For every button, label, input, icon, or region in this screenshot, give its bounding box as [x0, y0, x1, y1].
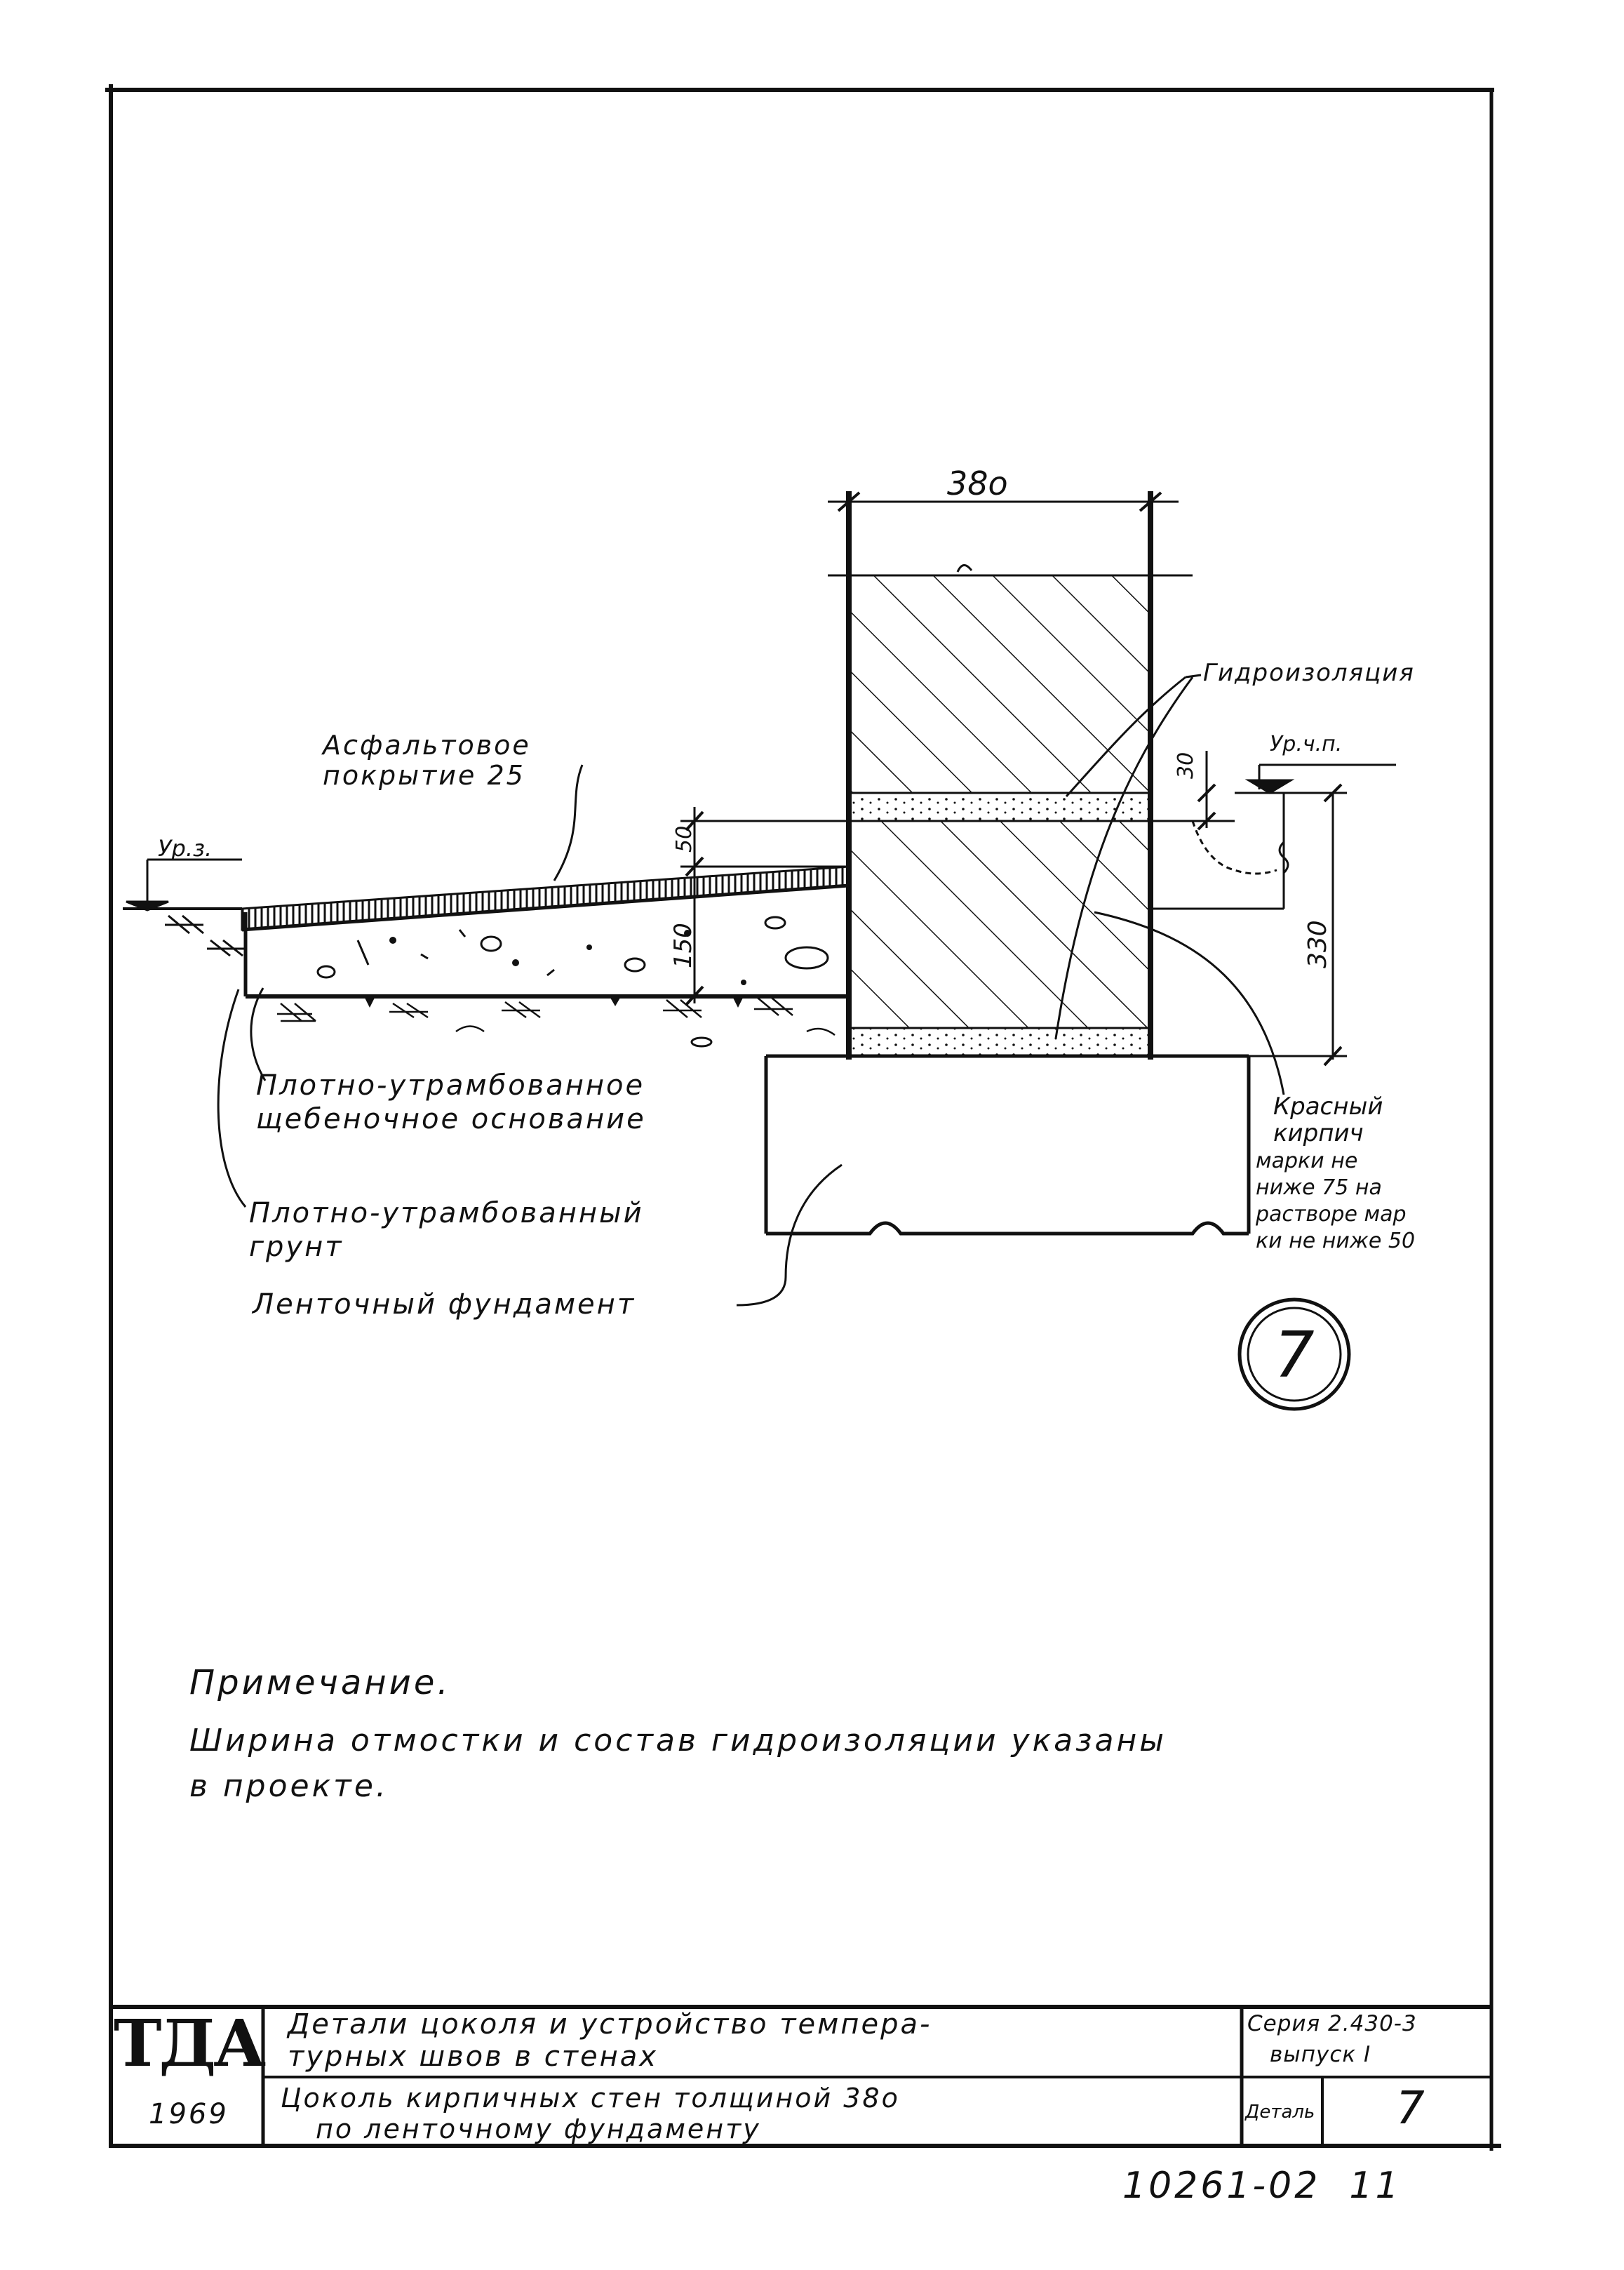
label-soil-1: Плотно-утрамбованный	[249, 1197, 644, 1229]
label-gravel-1: Плотно-утрамбованное	[256, 1069, 645, 1102]
label-soil-2: грунт	[249, 1231, 344, 1263]
dim-30: 30	[1174, 752, 1198, 779]
detail-number: 7	[1274, 1318, 1314, 1392]
title-block-series-2: выпуск I	[1270, 2042, 1371, 2067]
title-block-grid	[111, 2005, 1491, 2146]
dim-330: 330	[1303, 920, 1332, 968]
label-brick-3: марки не	[1256, 1149, 1357, 1173]
ground-level-mark	[123, 858, 246, 957]
title-block-subtitle-1: Цоколь кирпичных стен толщиной 38о	[281, 2083, 900, 2114]
title-block-series-1: Серия 2.430-3	[1247, 2011, 1417, 2036]
label-brick-4: ниже 75 на	[1256, 1175, 1382, 1200]
label-brick-5: растворе мар	[1255, 1202, 1407, 1227]
label-gravel-2: щебеночное основание	[256, 1103, 646, 1135]
note-line-1: Ширина отмостки и состав гидроизоляции у…	[189, 1723, 1167, 1758]
note-line-2: в проекте.	[189, 1768, 389, 1804]
dim-wall-width: 38о	[947, 465, 1008, 502]
label-brick-2: кирпич	[1273, 1119, 1364, 1147]
strip-foundation	[764, 1054, 1251, 1236]
label-ground-level: Ур.з.	[158, 835, 212, 862]
title-block-title-2: турных швов в стенах	[288, 2041, 658, 2073]
waterproofing-leaders	[1054, 674, 1202, 1039]
title-block-title-1: Детали цоколя и устройство темпера-	[288, 2008, 932, 2041]
label-leaders	[217, 764, 1285, 1307]
title-block-detail-value: 7	[1396, 2083, 1427, 2135]
title-block-year: 1969	[149, 2098, 229, 2130]
floor-level-mark	[1191, 763, 1396, 875]
label-asphalt-1: Асфальтовое	[321, 730, 531, 761]
label-floor-level: Ур.ч.п.	[1270, 732, 1342, 756]
dimension-lines	[680, 491, 1347, 1067]
label-foundation: Ленточный фундамент	[251, 1288, 636, 1321]
title-block-detail-label: Деталь	[1245, 2102, 1315, 2123]
note-title: Примечание.	[189, 1663, 451, 1702]
label-asphalt-2: покрытие 25	[323, 760, 525, 791]
blind-area	[241, 865, 850, 1048]
brick-wall	[828, 491, 1193, 1060]
title-block-logo: ТДА	[114, 2005, 266, 2081]
sheet-frame	[105, 84, 1501, 2151]
dim-50: 50	[672, 826, 697, 853]
dim-150: 150	[669, 923, 697, 968]
label-waterproofing: Гидроизоляция	[1203, 659, 1415, 687]
label-brick-1: Красный	[1273, 1093, 1383, 1121]
document-number: 10261-02 11	[1122, 2165, 1402, 2207]
detail-marker: 7	[1237, 1297, 1351, 1411]
title-block-subtitle-2: по ленточному фундаменту	[316, 2114, 761, 2144]
label-brick-6: ки не ниже 50	[1256, 1229, 1415, 1253]
